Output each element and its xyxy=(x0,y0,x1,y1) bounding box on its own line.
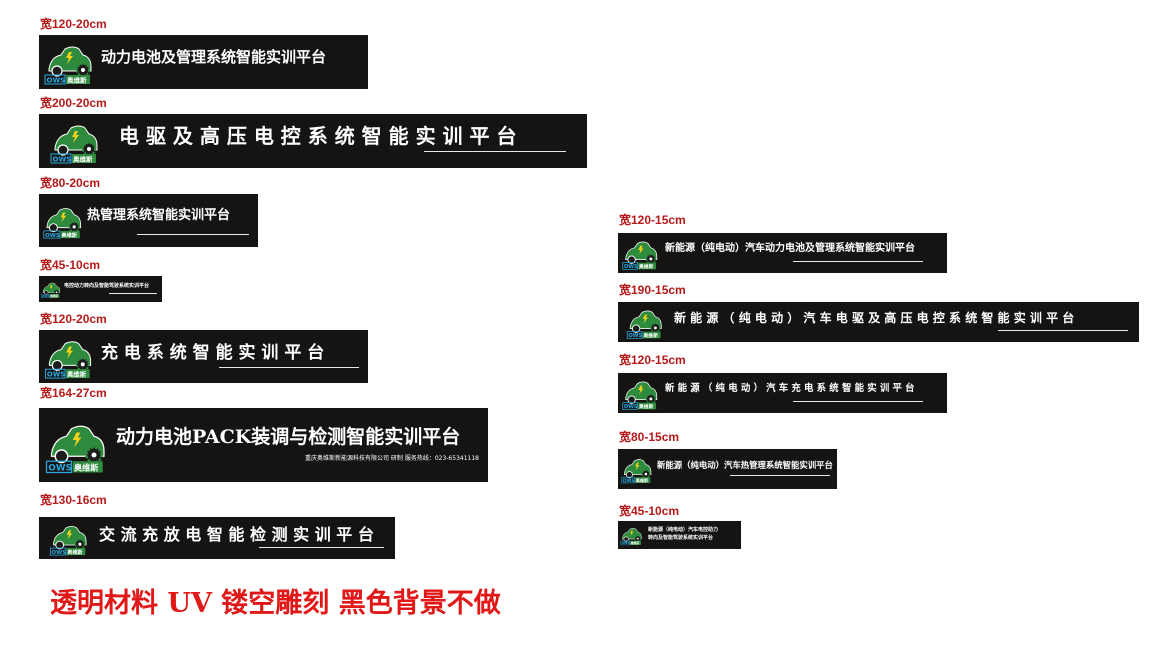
plate-title: 动力电池PACK装调与检测智能实训平台 xyxy=(116,426,461,448)
car-gear-logo-icon: OWS 奥维斯 xyxy=(44,341,92,379)
ows-logo: OWS 奥维斯 xyxy=(39,35,99,89)
plate-title-line1: 新能源（纯电动）汽车电控助力 xyxy=(648,527,719,533)
svg-text:OWS: OWS xyxy=(623,478,635,484)
sign-plate: OWS 奥维斯 热管理系统智能实训平台 xyxy=(39,194,258,247)
svg-text:奥维斯: 奥维斯 xyxy=(67,370,87,379)
sign-plate: OWS 奥维斯 电控动力转向及智能驾驶系统实训平台 xyxy=(39,276,162,302)
ows-logo: OWS 奥维斯 xyxy=(618,302,672,342)
car-gear-logo-icon: OWS 奥维斯 xyxy=(45,425,105,474)
plate-title: 电控动力转向及智能驾驶系统实训平台 xyxy=(64,283,150,289)
plate-title: 动力电池及管理系统智能实训平台 xyxy=(101,48,327,66)
svg-text:奥维斯: 奥维斯 xyxy=(67,549,82,556)
size-label: 宽120-20cm xyxy=(40,17,107,31)
sign-plate: OWS 奥维斯 新能源（纯电动）汽车热管理系统智能实训平台 xyxy=(618,449,837,489)
svg-text:OWS: OWS xyxy=(53,156,72,164)
svg-text:奥维斯: 奥维斯 xyxy=(635,477,649,483)
svg-text:奥维斯: 奥维斯 xyxy=(639,403,654,410)
size-label: 宽120-15cm xyxy=(619,353,686,367)
car-gear-logo-icon: OWS 奥维斯 xyxy=(49,525,87,556)
plate-title: 新能源（纯电动）汽车热管理系统智能实训平台 xyxy=(657,460,833,470)
title-underline xyxy=(109,293,157,294)
plate-title: 电 驱 及 高 压 电 控 系 统 智 能 实 训 平 台 xyxy=(119,124,517,148)
sign-plate: OWS 奥维斯 新 能 源 （ 纯 电 动 ） 汽 车 充 电 系 统 智 能 … xyxy=(618,373,947,413)
title-underline xyxy=(793,261,923,262)
svg-text:奥维斯: 奥维斯 xyxy=(49,294,58,298)
title-underline xyxy=(219,367,359,368)
title-underline xyxy=(137,234,249,235)
sign-plate: OWS 奥维斯 电 驱 及 高 压 电 控 系 统 智 能 实 训 平 台 xyxy=(39,114,587,168)
car-gear-logo-icon: OWS 奥维斯 xyxy=(41,282,60,298)
car-gear-logo-icon: OWS 奥维斯 xyxy=(44,46,92,85)
sign-plate: OWS 奥维斯 新能源（纯电动）汽车动力电池及管理系统智能实训平台 xyxy=(618,233,947,273)
svg-text:奥维斯: 奥维斯 xyxy=(72,155,93,164)
plate-title-line2: 转向及智能驾驶系统实训平台 xyxy=(648,535,714,541)
car-gear-logo-icon: OWS 奥维斯 xyxy=(621,459,652,484)
size-label: 宽45-10cm xyxy=(619,504,680,518)
plate-title: 交 流 充 放 电 智 能 检 测 实 训 平 台 xyxy=(99,525,374,544)
plate-title: 新 能 源 （ 纯 电 动 ） 汽 车 电 驱 及 高 压 电 控 系 统 智 … xyxy=(674,311,1075,325)
plate-title: 新 能 源 （ 纯 电 动 ） 汽 车 充 电 系 统 智 能 实 训 平 台 xyxy=(665,383,915,394)
sign-plate: OWS 奥维斯 充 电 系 统 智 能 实 训 平 台 xyxy=(39,330,368,383)
car-gear-logo-icon: OWS 奥维斯 xyxy=(620,528,642,545)
svg-text:奥维斯: 奥维斯 xyxy=(644,332,659,339)
size-label: 宽200-20cm xyxy=(40,96,107,110)
title-underline xyxy=(259,547,384,548)
size-label: 宽80-15cm xyxy=(619,430,680,444)
title-underline xyxy=(424,151,566,152)
plate-title: 充 电 系 统 智 能 实 训 平 台 xyxy=(101,343,325,363)
svg-text:奥维斯: 奥维斯 xyxy=(639,263,654,270)
sign-plate: OWS 奥维斯 交 流 充 放 电 智 能 检 测 实 训 平 台 xyxy=(39,517,395,559)
ows-logo: OWS 奥维斯 xyxy=(618,373,663,413)
car-gear-logo-icon: OWS 奥维斯 xyxy=(622,381,658,410)
svg-text:奥维斯: 奥维斯 xyxy=(66,76,87,85)
svg-text:OWS: OWS xyxy=(42,294,49,298)
svg-text:奥维斯: 奥维斯 xyxy=(631,540,640,545)
svg-text:OWS: OWS xyxy=(47,371,65,379)
ows-logo: OWS 奥维斯 xyxy=(39,194,87,247)
title-underline xyxy=(730,475,830,476)
size-label: 宽45-10cm xyxy=(40,258,101,272)
svg-text:OWS: OWS xyxy=(45,233,60,239)
ows-logo: OWS 奥维斯 xyxy=(39,114,111,168)
ows-logo: OWS 奥维斯 xyxy=(39,408,114,482)
svg-text:OWS: OWS xyxy=(48,464,71,474)
plate-title: 新能源（纯电动）汽车动力电池及管理系统智能实训平台 xyxy=(665,243,915,254)
title-underline xyxy=(998,330,1128,331)
production-note: 透明材料 UV 镂空雕刻 黑色背景不做 xyxy=(50,588,501,619)
svg-text:OWS: OWS xyxy=(52,550,67,556)
svg-text:奥维斯: 奥维斯 xyxy=(61,231,77,239)
ows-logo: OWS 奥维斯 xyxy=(618,521,645,549)
size-label: 宽120-15cm xyxy=(619,213,686,227)
size-label: 宽120-20cm xyxy=(40,312,107,326)
ows-logo: OWS 奥维斯 xyxy=(39,276,63,302)
svg-text:OWS: OWS xyxy=(47,77,66,85)
car-gear-logo-icon: OWS 奥维斯 xyxy=(43,208,81,239)
size-label: 宽130-16cm xyxy=(40,493,107,507)
company-info: 重庆奥维斯新能源科技有限公司 研制 服务热线：023-65341118 xyxy=(305,455,479,462)
size-label: 宽80-20cm xyxy=(40,176,101,190)
sign-plate: OWS 奥维斯 新 能 源 （ 纯 电 动 ） 汽 车 电 驱 及 高 压 电 … xyxy=(618,302,1139,342)
svg-text:OWS: OWS xyxy=(621,541,630,545)
plate-title: 热管理系统智能实训平台 xyxy=(87,208,231,223)
ows-logo: OWS 奥维斯 xyxy=(39,517,99,559)
svg-text:OWS: OWS xyxy=(624,404,638,410)
sign-plate: OWS 奥维斯 新能源（纯电动）汽车电控助力 转向及智能驾驶系统实训平台 xyxy=(618,521,741,549)
car-gear-logo-icon: OWS 奥维斯 xyxy=(622,241,658,270)
svg-text:OWS: OWS xyxy=(624,264,638,270)
ows-logo: OWS 奥维斯 xyxy=(618,233,663,273)
size-label: 宽164-27cm xyxy=(40,386,107,400)
svg-text:奥维斯: 奥维斯 xyxy=(73,463,99,473)
sign-plate: OWS 奥维斯 动力电池PACK装调与检测智能实训平台 重庆奥维斯新能源科技有限… xyxy=(39,408,488,482)
ows-logo: OWS 奥维斯 xyxy=(39,330,99,383)
ows-logo: OWS 奥维斯 xyxy=(618,449,656,489)
title-underline xyxy=(793,401,923,402)
size-label: 宽190-15cm xyxy=(619,283,686,297)
car-gear-logo-icon: OWS 奥维斯 xyxy=(50,125,98,164)
car-gear-logo-icon: OWS 奥维斯 xyxy=(626,310,662,339)
sign-plate: OWS 奥维斯 动力电池及管理系统智能实训平台 xyxy=(39,35,368,89)
svg-text:OWS: OWS xyxy=(628,333,642,339)
